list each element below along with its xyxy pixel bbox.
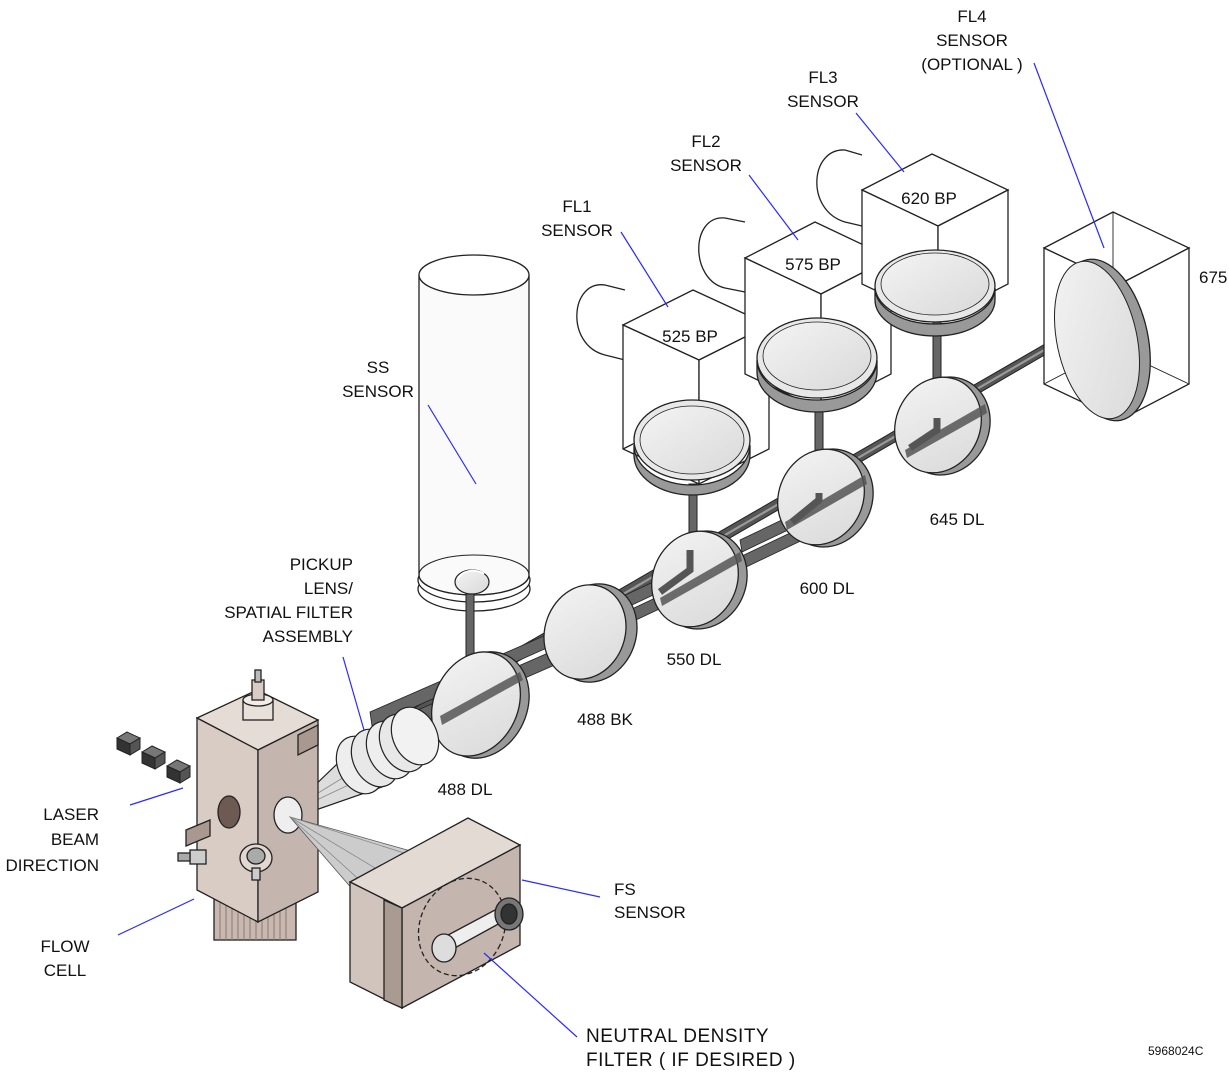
figure-id: 5968024C: [1148, 1044, 1204, 1058]
bp575-label: 575 BP: [785, 255, 841, 274]
nd-label-line2: FILTER ( IF DESIRED ): [586, 1050, 796, 1071]
pickup-label-line3: SPATIAL FILTER: [224, 603, 353, 622]
ss-sensor: [418, 255, 530, 700]
labels: FL4 SENSOR (OPTIONAL ) FL3 SENSOR FL2 SE…: [6, 7, 1229, 1071]
pickup-label-line2: LENS/: [304, 579, 353, 598]
fl2-label-line2: SENSOR: [670, 156, 742, 175]
fl2-label-line1: FL2: [691, 132, 720, 151]
ss-label-line2: SENSOR: [342, 382, 414, 401]
fl3-label-line1: FL3: [808, 68, 837, 87]
fs-label-line2: SENSOR: [614, 903, 686, 922]
fl4-label-line3: (OPTIONAL ): [921, 55, 1022, 74]
dl550-label: 550 DL: [667, 650, 722, 669]
bp620-label: 620 BP: [901, 189, 957, 208]
bp675-label: 675 BP: [1199, 268, 1229, 287]
laser-label-line2: BEAM: [51, 830, 99, 849]
flow-cell: [178, 670, 318, 940]
pickup-label-line4: ASSEMBLY: [263, 627, 353, 646]
dl600-label: 600 DL: [800, 579, 855, 598]
flow-label-line1: FLOW: [40, 937, 89, 956]
fl3-label-line2: SENSOR: [787, 92, 859, 111]
laser-label-line3: DIRECTION: [6, 856, 100, 875]
flow-label-line2: CELL: [44, 961, 87, 980]
dl645-label: 645 DL: [930, 510, 985, 529]
fl4-label-line2: SENSOR: [936, 31, 1008, 50]
fl1-label-line2: SENSOR: [541, 221, 613, 240]
fl3-sensor-box: [862, 154, 1008, 336]
bp525-label: 525 BP: [662, 327, 718, 346]
dl488-label: 488 DL: [438, 780, 493, 799]
laser-blocks: [117, 732, 190, 783]
fl4-sensor-box: [1041, 212, 1189, 429]
fl4-label-line1: FL4: [957, 7, 986, 26]
pickup-label-line1: PICKUP: [290, 555, 353, 574]
fs-label-line1: FS: [614, 880, 636, 899]
nd-label-line1: NEUTRAL DENSITY: [586, 1026, 769, 1047]
fl1-label-line1: FL1: [562, 197, 591, 216]
ss-label-line1: SS: [367, 358, 390, 377]
laser-label-line1: LASER: [43, 805, 99, 824]
bk488-label: 488 BK: [577, 710, 633, 729]
